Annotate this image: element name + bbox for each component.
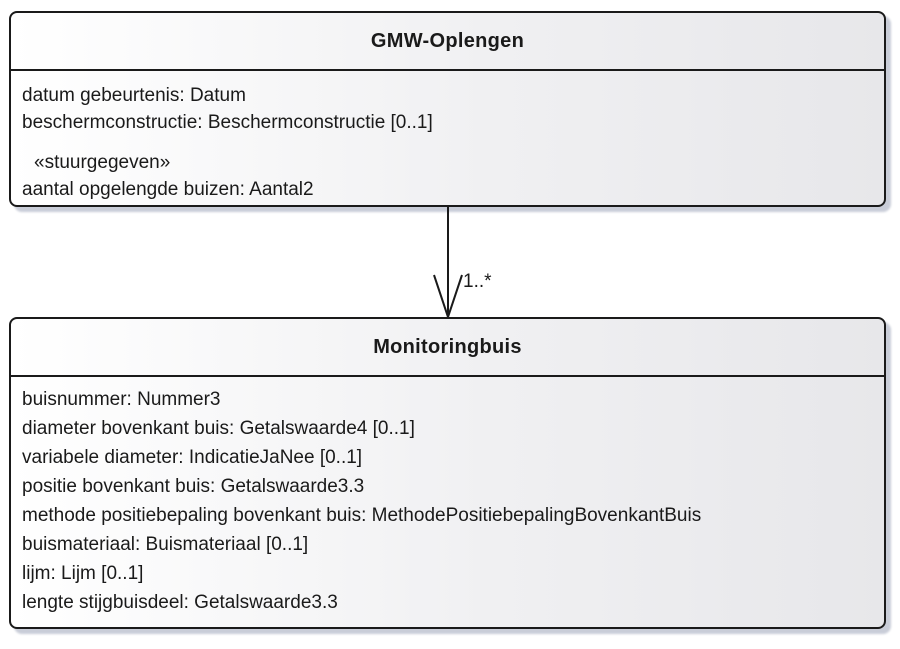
attribute-line: datum gebeurtenis: Datum xyxy=(22,85,246,106)
class-box-monitoringbuis[interactable]: Monitoringbuis buisnummer: Nummer3 diame… xyxy=(9,317,886,629)
attribute-line: lijm: Lijm [0..1] xyxy=(22,563,144,584)
attribute-line: beschermconstructie: Beschermconstructie… xyxy=(22,112,433,133)
class-title-monitoringbuis: Monitoringbuis xyxy=(11,319,884,377)
association-arrow[interactable] xyxy=(420,205,480,320)
attributes-compartment: buisnummer: Nummer3 diameter bovenkant b… xyxy=(11,377,884,617)
attribute-line: diameter bovenkant buis: Getalswaarde4 [… xyxy=(22,418,415,439)
attribute-line: lengte stijgbuisdeel: Getalswaarde3.3 xyxy=(22,592,338,613)
attribute-line: buismateriaal: Buismateriaal [0..1] xyxy=(22,534,309,555)
attribute-line: variabele diameter: IndicatieJaNee [0..1… xyxy=(22,447,363,468)
attribute-line: methode positiebepaling bovenkant buis: … xyxy=(22,505,702,526)
class-title-gmw-oplengen: GMW-Oplengen xyxy=(11,13,884,71)
stereotype-label: «stuurgegeven» xyxy=(34,152,171,173)
multiplicity-label: 1..* xyxy=(463,271,492,292)
attribute-line: buisnummer: Nummer3 xyxy=(22,389,221,410)
attributes-compartment: datum gebeurtenis: Datum beschermconstru… xyxy=(11,71,884,203)
attribute-line: positie bovenkant buis: Getalswaarde3.3 xyxy=(22,476,365,497)
class-box-gmw-oplengen[interactable]: GMW-Oplengen datum gebeurtenis: Datum be… xyxy=(9,11,886,207)
attribute-line: aantal opgelengde buizen: Aantal2 xyxy=(22,179,314,200)
